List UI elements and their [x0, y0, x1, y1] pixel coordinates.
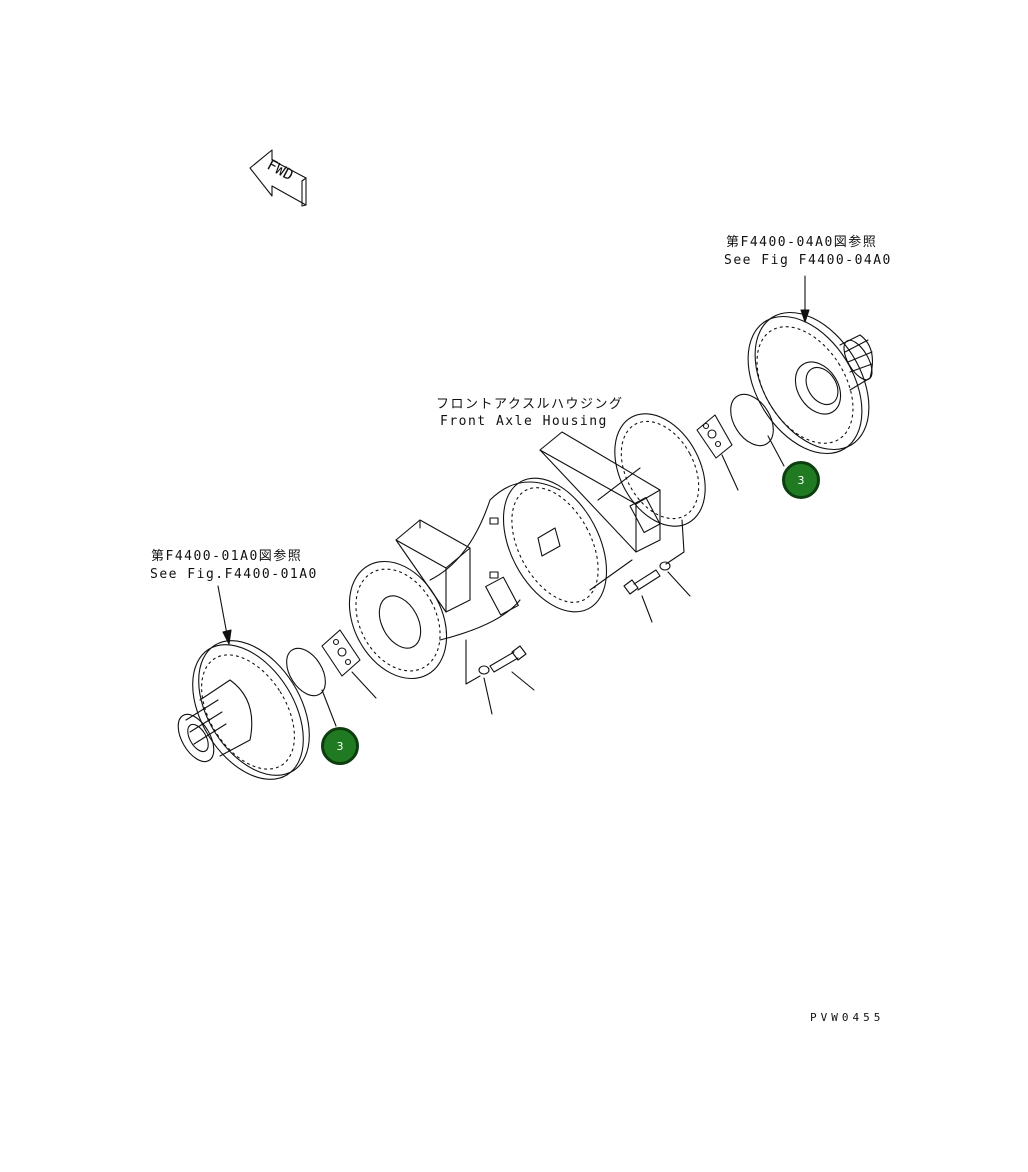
right-callout-leader	[767, 435, 785, 467]
callout-number: 3	[797, 473, 805, 487]
reference-leader-left	[217, 585, 232, 645]
fwd-arrow-text: FWD	[264, 156, 296, 185]
right-shim-plate	[696, 414, 739, 491]
left-washer	[465, 639, 493, 715]
left-bolt	[489, 645, 535, 691]
right-bolt	[623, 569, 661, 623]
right-washer	[659, 519, 691, 597]
reference-left-en: See Fig.F4400-01A0	[150, 567, 318, 582]
left-final-drive-hub	[177, 640, 310, 780]
reference-right-jp: 第F4400-04A0図参照	[726, 235, 878, 250]
reference-left-jp: 第F4400-01A0図参照	[151, 549, 303, 564]
right-final-drive-hub	[747, 311, 873, 455]
drawing-code: PVW0455	[810, 1011, 885, 1024]
right-o-ring	[730, 393, 774, 447]
fwd-arrow-icon: FWD	[249, 149, 307, 207]
left-callout-leader	[321, 689, 337, 727]
left-shim-plate	[321, 629, 377, 699]
callout-3-right[interactable]: 3	[782, 461, 820, 499]
housing-label-en: Front Axle Housing	[440, 414, 608, 429]
callout-number: 3	[336, 739, 344, 753]
left-o-ring	[286, 647, 326, 697]
callout-3-left[interactable]: 3	[321, 727, 359, 765]
housing-label-jp: フロントアクスルハウジング	[436, 397, 624, 412]
reference-right-en: See Fig F4400-04A0	[724, 253, 892, 268]
front-axle-housing	[348, 413, 706, 680]
